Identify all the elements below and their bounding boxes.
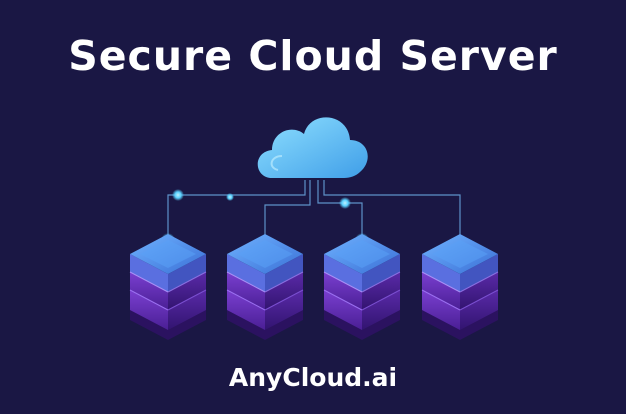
network-wires bbox=[167, 180, 461, 245]
page-title: Secure Cloud Server bbox=[68, 32, 558, 80]
server-stack-icon bbox=[323, 233, 401, 341]
brand-name: AnyCloud.ai bbox=[228, 363, 398, 392]
cloud-icon bbox=[257, 117, 368, 178]
server-stack-icon bbox=[129, 233, 207, 341]
server-stack-icon bbox=[421, 233, 499, 341]
server-stack-icon bbox=[226, 233, 304, 341]
